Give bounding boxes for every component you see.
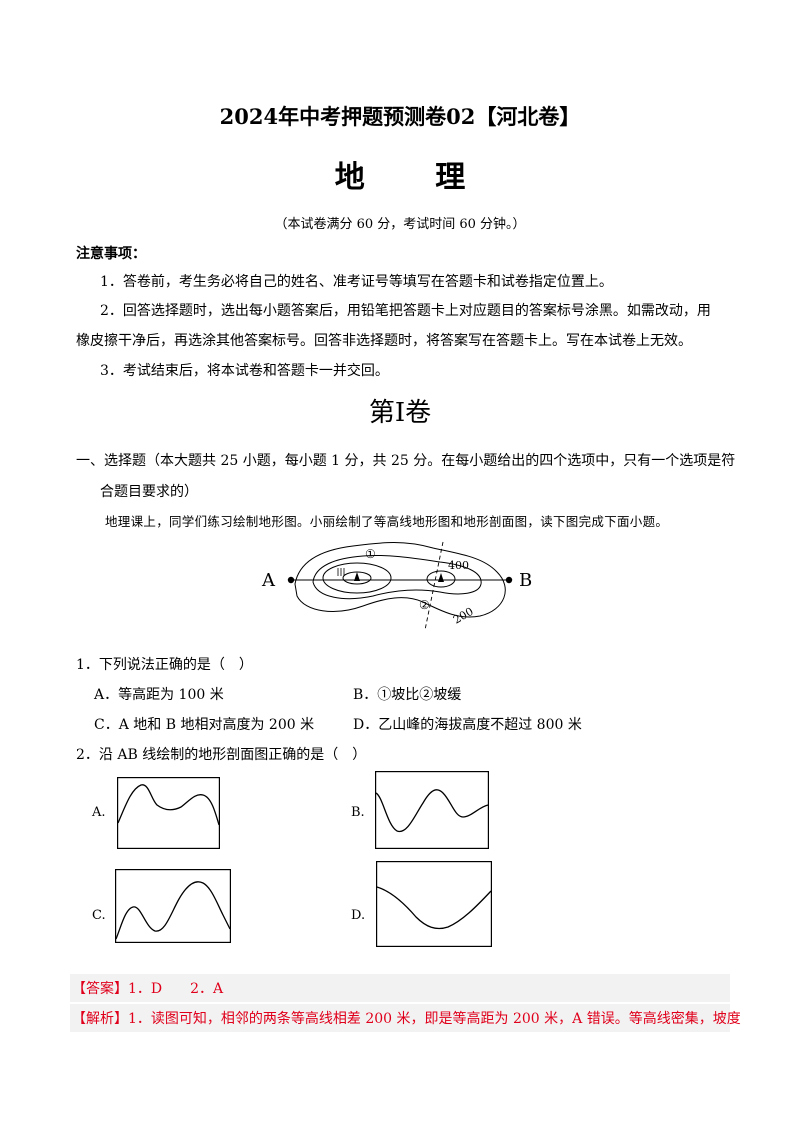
answer-tag: 【答案】 xyxy=(72,981,128,997)
answer-text: 1．D 2．A xyxy=(128,981,224,997)
contour-400 xyxy=(312,554,482,600)
label-slope-2: ② xyxy=(419,598,430,612)
q2-label-b: B. xyxy=(351,805,365,820)
notice-heading: 注意事项： xyxy=(76,246,146,262)
subject-title: 地 理 xyxy=(334,160,496,195)
answer-line: 【答案】1．D 2．A xyxy=(72,978,223,998)
profile-option-a xyxy=(117,777,220,849)
section-heading-cont: 合题目要求的） xyxy=(100,484,198,500)
q2-label-a: A. xyxy=(92,805,106,820)
volume-heading: 第Ⅰ卷 xyxy=(368,398,432,428)
analysis-text: 1．读图可知，相邻的两条等高线相差 200 米，即是等高距为 200 米，A 错… xyxy=(128,1011,741,1027)
notice-item-3: 3．考试结束后，将本试卷和答题卡一并交回。 xyxy=(100,363,389,379)
q1-option-a: A．等高距为 100 米 xyxy=(94,687,224,703)
section-heading: 一、选择题（本大题共 25 小题，每小题 1 分，共 25 分。在每小题给出的四… xyxy=(76,453,736,469)
slope-dashed-line xyxy=(424,541,444,631)
analysis-tag: 【解析】 xyxy=(72,1011,128,1027)
profile-option-c xyxy=(115,869,231,943)
hatch-mark xyxy=(337,568,345,576)
analysis-line: 【解析】1．读图可知，相邻的两条等高线相差 200 米，即是等高距为 200 米… xyxy=(72,1008,741,1028)
label-200: 200 xyxy=(451,605,476,627)
profile-option-d xyxy=(376,861,492,947)
question-intro: 地理课上，同学们练习绘制地形图。小丽绘制了等高线地形图和地形剖面图，读下图完成下… xyxy=(105,514,669,529)
point-a xyxy=(287,576,295,584)
profile-option-b xyxy=(375,771,489,849)
peak-jia-marker xyxy=(354,572,360,581)
q2-label-d: D. xyxy=(351,908,366,923)
contour-peak-yi xyxy=(426,570,456,588)
analysis-bar xyxy=(70,1004,730,1032)
label-slope-1: ① xyxy=(365,547,376,561)
notice-item-2: 2．回答选择题时，选出每小题答案后，用铅笔把答题卡上对应题目的答案标号涂黑。如需… xyxy=(100,303,711,319)
label-b: B xyxy=(519,570,532,591)
answer-bar xyxy=(70,974,730,1002)
q1-stem: 1．下列说法正确的是（ ） xyxy=(76,657,253,673)
q1-option-d: D．乙山峰的海拔高度不超过 800 米 xyxy=(353,717,582,733)
point-b xyxy=(505,576,513,584)
q2-label-c: C. xyxy=(92,908,106,923)
contour-map-figure: A B 400 200 ① ② xyxy=(261,541,532,631)
q1-option-c: C．A 地和 B 地相对高度为 200 米 xyxy=(94,717,315,733)
contour-200 xyxy=(294,542,506,618)
exam-meta: （本试卷满分 60 分，考试时间 60 分钟。） xyxy=(274,217,526,232)
label-a: A xyxy=(261,570,276,591)
notice-item-1: 1．答卷前，考生务必将自己的姓名、准考证号等填写在答题卡和试卷指定位置上。 xyxy=(100,274,613,290)
contour-inner-jia xyxy=(322,562,392,594)
notice-item-2-cont: 橡皮擦干净后，再选涂其他答案标号。回答非选择题时，将答案写在答题卡上。写在本试卷… xyxy=(76,333,692,349)
q1-option-b: B．①坡比②坡缓 xyxy=(353,687,462,703)
label-400: 400 xyxy=(448,559,469,572)
peak-yi-marker xyxy=(438,573,444,582)
q2-stem: 2．沿 AB 线绘制的地形剖面图正确的是（ ） xyxy=(76,747,367,763)
exam-title: 2024年中考押题预测卷02【河北卷】 xyxy=(219,104,581,129)
